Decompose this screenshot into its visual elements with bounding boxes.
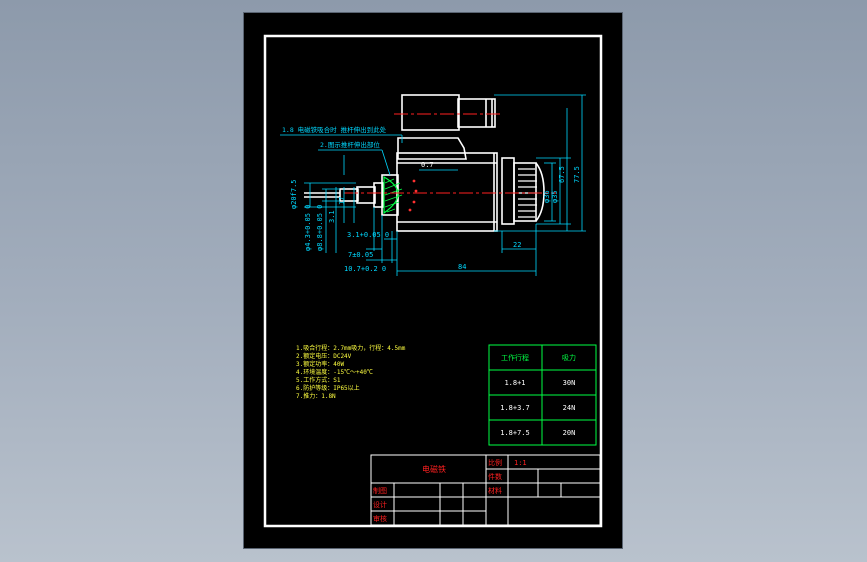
solenoid-outline	[304, 94, 545, 232]
dim-17: 17	[338, 197, 346, 205]
dim-36: φ36	[543, 190, 551, 203]
table-cell: 24N	[563, 404, 576, 412]
drawing-frame	[263, 34, 603, 528]
qty-label: 件数	[488, 472, 502, 481]
dimension-lines	[280, 94, 586, 276]
technical-notes: 1.吸合行程：2.7mm吸力，行程：4.5mm 2.额定电压：DC24V 3.额…	[296, 344, 406, 400]
dim-67-5: 67.5	[558, 166, 566, 183]
dim-left-1: φ4.3+0.05 0	[304, 205, 312, 251]
dim-84: 84	[458, 263, 466, 271]
dim-left-3: 3.1	[328, 210, 336, 223]
dim-left-0: φ20f7.5	[290, 179, 298, 209]
dim-77-5: 77.5	[573, 166, 581, 183]
centerlines	[344, 113, 556, 194]
note-line: 1.吸合行程：2.7mm吸力，行程：4.5mm	[296, 344, 406, 352]
check-label: 审核	[373, 514, 387, 523]
dim-10-7: 10.7+0.2 0	[344, 265, 386, 273]
table-cell: 20N	[563, 429, 576, 437]
table-header: 吸力	[562, 353, 576, 362]
scale-value: 1:1	[514, 459, 527, 467]
table-cell: 30N	[563, 379, 576, 387]
title-block: 电磁铁 比例 1:1 件数 材料 制图 设计 审核	[370, 454, 601, 526]
drawn-label: 制图	[373, 486, 387, 495]
stroke-table: 工作行程 吸力 1.8+1 30N 1.8+3.7 24N 1.8+7.5 20…	[488, 344, 597, 446]
design-label: 设计	[373, 500, 387, 509]
table-cell: 1.8+1	[504, 379, 525, 387]
section-hatch	[383, 175, 418, 215]
cad-drawing: 77.5 67.5 φ35 φ36 84 22 0.7 7±0.05 3.1+0…	[263, 34, 603, 528]
part-name: 电磁铁	[422, 464, 446, 474]
leader-note-1: 1.8 电磁铁吸合时 推杆伸出到此处	[282, 125, 387, 134]
dimension-labels: 77.5 67.5 φ35 φ36 84 22 0.7 7±0.05 3.1+0…	[282, 125, 581, 273]
note-line: 6.防护等级：IP65以上	[296, 384, 360, 392]
dim-left-2: φ8.8+0.05 0	[316, 205, 324, 251]
cooling-fins	[518, 168, 537, 218]
dim-3-1-tol: 3.1+0.05 0	[347, 231, 389, 239]
dim-22: 22	[513, 241, 521, 249]
table-header: 工作行程	[501, 353, 529, 362]
note-line: 5.工作方式：S1	[296, 376, 341, 384]
material-label: 材料	[488, 486, 502, 495]
scale-label: 比例	[488, 458, 502, 467]
table-cell: 1.8+7.5	[500, 429, 530, 437]
dim-0-7: 0.7	[421, 161, 434, 169]
dim-7: 7±0.05	[348, 251, 373, 259]
drawing-sheet: 77.5 67.5 φ35 φ36 84 22 0.7 7±0.05 3.1+0…	[244, 13, 622, 548]
note-line: 4.环境温度：-15℃～+40℃	[296, 368, 373, 376]
note-line: 2.额定电压：DC24V	[296, 352, 352, 360]
note-line: 7.推力：1.8N	[296, 392, 336, 400]
dim-35: φ35	[551, 190, 559, 203]
table-cell: 1.8+3.7	[500, 404, 530, 412]
note-line: 3.额定功率：40W	[296, 360, 344, 368]
leader-note-2: 2.图示推杆伸出部位	[320, 140, 380, 149]
